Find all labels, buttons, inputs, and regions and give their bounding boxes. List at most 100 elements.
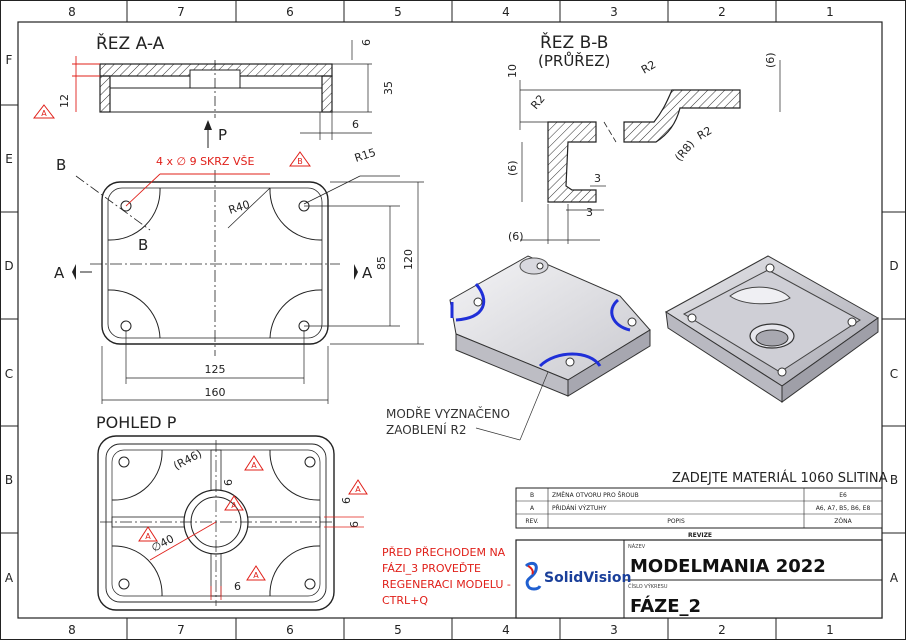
zone-top-1: 1 bbox=[826, 5, 834, 19]
rev-row2-rev: A bbox=[530, 505, 535, 512]
zone-right-A: A bbox=[890, 571, 899, 585]
dim-6-bottom: 6 bbox=[234, 580, 241, 593]
dim-6-bb-bottom: (6) bbox=[508, 230, 524, 243]
dim-3-a: 3 bbox=[594, 172, 601, 185]
zone-top-7: 7 bbox=[177, 5, 185, 19]
zone-top-4: 4 bbox=[502, 5, 510, 19]
cut-label-b-bottom: B bbox=[138, 236, 148, 254]
zone-bottom-7: 7 bbox=[177, 623, 185, 637]
rev-marker-p2: A bbox=[231, 501, 237, 510]
rev-header-zone: ZÓNA bbox=[834, 518, 852, 525]
hole-note: 4 x ∅ 9 SKRZ VŠE bbox=[156, 155, 254, 168]
dim-r2-c: R2 bbox=[695, 124, 714, 143]
dim-35: 35 bbox=[382, 81, 395, 95]
zone-top-5: 5 bbox=[394, 5, 402, 19]
zone-left-E: E bbox=[5, 152, 13, 166]
number-label: ČÍSLO VÝKRESU bbox=[628, 583, 668, 590]
dim-r40: R40 bbox=[227, 198, 252, 217]
rev-marker-p3: A bbox=[355, 485, 361, 494]
zone-bottom-5: 5 bbox=[394, 623, 402, 637]
inner-border bbox=[17, 21, 883, 619]
dim-85: 85 bbox=[375, 256, 388, 270]
title-block: SolidVision NÁZEV MODELMANIA 2022 ČÍSLO … bbox=[515, 539, 883, 619]
iso-view-bottom bbox=[665, 255, 879, 403]
rev-marker-b: B bbox=[297, 157, 303, 166]
section-aa-title: ŘEZ A-A bbox=[96, 32, 165, 54]
zone-top-2: 2 bbox=[718, 5, 726, 19]
rev-marker-a: A bbox=[41, 109, 47, 118]
section-aa-view: ŘEZ A-A 35 6 6 12 A P bbox=[32, 32, 395, 148]
rev-header-rev: REV. bbox=[525, 518, 538, 525]
iso-note-line1: MODŘE VYZNAČENO bbox=[386, 406, 510, 421]
zone-right-D: D bbox=[889, 259, 898, 273]
view-p-arrow-label: P bbox=[218, 126, 227, 144]
dim-r2-b: R2 bbox=[528, 92, 547, 112]
dim-6-right: 6 bbox=[352, 118, 359, 131]
zone-left-F: F bbox=[6, 53, 13, 67]
rev-row1-desc: ZMĚNA OTVORU PRO ŠROUB bbox=[552, 491, 639, 499]
red-note-line4: CTRL+Q bbox=[382, 594, 428, 607]
zone-left-B: B bbox=[5, 473, 13, 487]
iso-note: MODŘE VYZNAČENO ZAOBLENÍ R2 bbox=[386, 371, 549, 441]
dim-10: 10 bbox=[506, 64, 519, 78]
section-bb-title: ŘEZ B-B bbox=[540, 31, 608, 53]
zone-top-6: 6 bbox=[286, 5, 294, 19]
red-note: PŘED PŘECHODEM NA FÁZI_3 PROVEĎTE REGENE… bbox=[382, 546, 511, 607]
dim-6-bb-left: (6) bbox=[506, 160, 519, 176]
zone-left-C: C bbox=[5, 367, 13, 381]
iso-note-line2: ZAOBLENÍ R2 bbox=[386, 422, 466, 437]
zone-bottom-3: 3 bbox=[610, 623, 618, 637]
rev-header-desc: POPIS bbox=[667, 518, 685, 525]
zone-left-D: D bbox=[4, 259, 13, 273]
zone-right-C: C bbox=[890, 367, 898, 381]
dim-r15: R15 bbox=[353, 146, 378, 165]
red-note-line1: PŘED PŘECHODEM NA bbox=[382, 546, 506, 559]
iso-view-top bbox=[449, 255, 651, 397]
zone-top-8: 8 bbox=[68, 5, 76, 19]
name-label: NÁZEV bbox=[628, 543, 646, 550]
rev-row2-zone: A6, A7, B5, B6, E8 bbox=[816, 505, 871, 512]
cut-label-a-left: A bbox=[54, 264, 65, 282]
top-view: A A B B 4 x ∅ 9 SKRZ VŠE B R15 R40 85 12… bbox=[54, 146, 424, 404]
dim-r8: (R8) bbox=[672, 138, 697, 164]
dim-120: 120 bbox=[402, 249, 415, 270]
zone-bottom-2: 2 bbox=[718, 623, 726, 637]
cut-label-b-top: B bbox=[56, 156, 66, 174]
section-bb-subtitle: (PRŮŘEZ) bbox=[538, 51, 610, 70]
dim-6-rib-top: 6 bbox=[222, 479, 235, 486]
rev-row1-rev: B bbox=[530, 492, 534, 499]
zone-bottom-1: 1 bbox=[826, 623, 834, 637]
drawing-number: FÁZE_2 bbox=[630, 595, 701, 617]
rev-row2-desc: PŘIDÁNÍ VÝZTUHY bbox=[552, 504, 607, 512]
dim-3-b: 3 bbox=[586, 206, 593, 219]
rev-marker-p4: A bbox=[253, 571, 259, 580]
cut-label-a-right: A bbox=[362, 264, 373, 282]
zone-left-A: A bbox=[5, 571, 14, 585]
pohled-p-title: POHLED P bbox=[96, 413, 177, 432]
rev-row1-zone: E6 bbox=[839, 492, 847, 499]
dim-6-top: 6 bbox=[360, 39, 373, 46]
dim-6-bb-right: (6) bbox=[764, 52, 777, 68]
red-note-line2: FÁZI_3 PROVEĎTE bbox=[382, 562, 481, 575]
red-note-line3: REGENERACI MODELU - bbox=[382, 578, 511, 591]
dim-160: 160 bbox=[205, 386, 226, 399]
drawing-name: MODELMANIA 2022 bbox=[630, 556, 826, 577]
zone-bottom-4: 4 bbox=[502, 623, 510, 637]
zone-right-B: B bbox=[890, 473, 898, 487]
dim-12: 12 bbox=[58, 94, 71, 108]
section-bb-view: ŘEZ B-B (PRŮŘEZ) 10 (6) R2 R2 R2 (R8) (6… bbox=[506, 31, 781, 244]
solidvision-logo: SolidVision bbox=[524, 561, 631, 591]
logo-text: SolidVision bbox=[544, 570, 631, 586]
dim-r2-a: R2 bbox=[639, 58, 658, 77]
material-note: ZADEJTE MATERIÁL 1060 SLITINA bbox=[672, 470, 888, 486]
rev-caption: REVIZE bbox=[688, 532, 712, 539]
zone-bottom-6: 6 bbox=[286, 623, 294, 637]
dim-125: 125 bbox=[205, 363, 226, 376]
zone-bottom-8: 8 bbox=[68, 623, 76, 637]
zone-top-3: 3 bbox=[610, 5, 618, 19]
dim-6-red: 6 bbox=[348, 521, 361, 528]
revision-table: B ZMĚNA OTVORU PRO ŠROUB E6 A PŘIDÁNÍ VÝ… bbox=[515, 487, 883, 541]
pohled-p-view: POHLED P (R46) 6 6 ∅40 6 6 A A A A bbox=[96, 413, 368, 611]
